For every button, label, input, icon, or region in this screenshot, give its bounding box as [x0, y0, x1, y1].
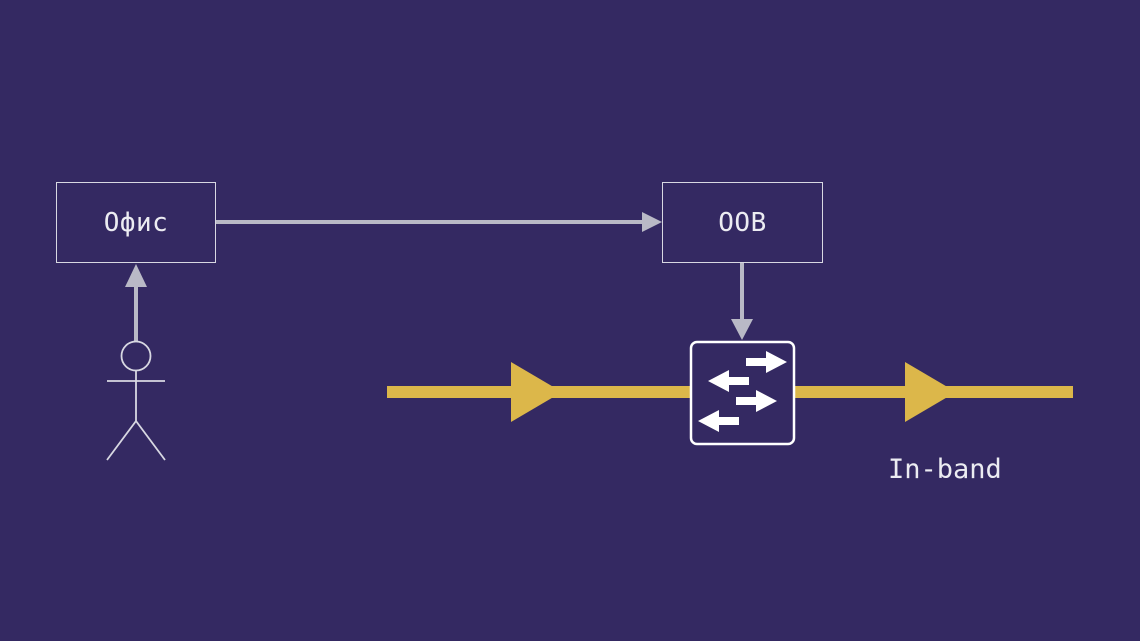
inband-direction-arrow-right: [905, 362, 956, 422]
office-node: Офис: [56, 182, 216, 263]
person-icon: [106, 340, 166, 461]
network-switch-icon: [689, 340, 796, 446]
oob-to-switch-arrow: [731, 263, 753, 340]
oob-node: OOB: [662, 182, 823, 263]
person-to-office-arrow: [125, 264, 147, 341]
inband-direction-arrow-left: [511, 362, 562, 422]
oob-label: OOB: [718, 207, 767, 238]
office-to-oob-arrow: [216, 212, 662, 232]
office-label: Офис: [103, 207, 169, 238]
inband-label: In-band: [888, 454, 1002, 485]
